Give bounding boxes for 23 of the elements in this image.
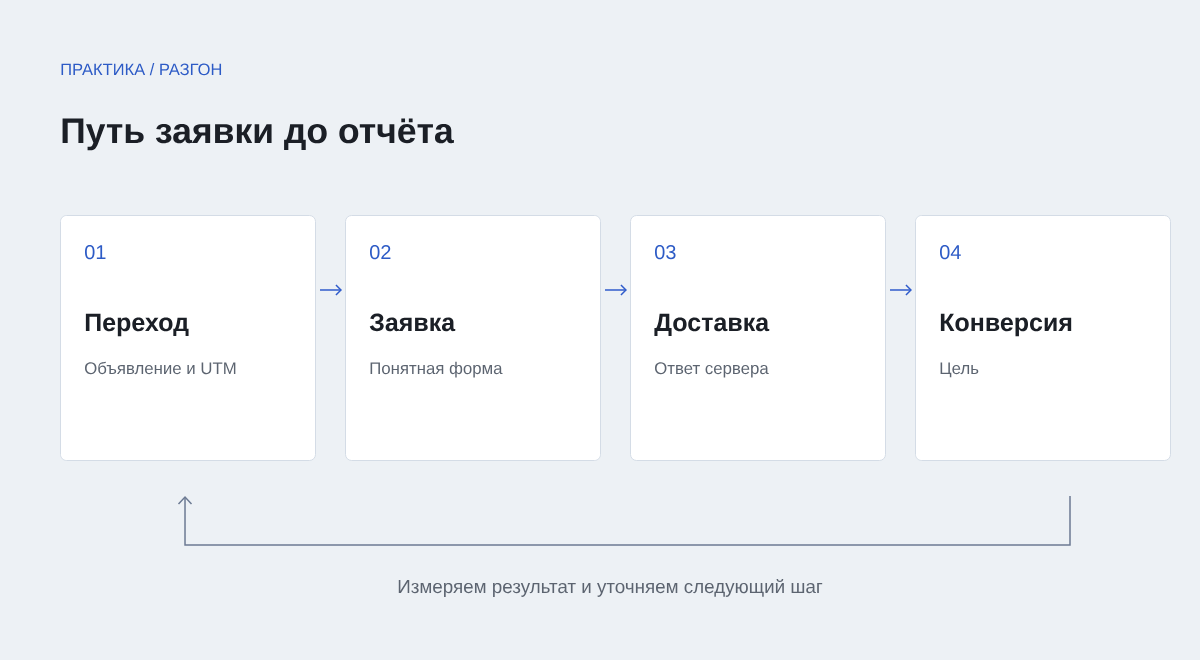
step-number: 03 [655,245,676,260]
arrow [177,495,1071,546]
step-description: Объявление и UTM [85,361,236,375]
breadcrumb: ПРАКТИКА / РАЗГОН [61,63,222,76]
arrow [319,284,342,296]
edge-label: Измеряем результат и уточняем следующий шаг [395,577,825,599]
step-number: 01 [85,245,106,260]
step-description: Цель [940,362,979,378]
step-heading: Заявка [369,313,456,332]
arrow [889,284,912,296]
step-number: 04 [940,245,961,260]
step-number: 02 [370,245,391,260]
title: Путь заявки до отчёта [62,118,454,151]
step-card [915,215,1171,461]
step-heading: Конверсия [940,313,1072,337]
step-card [630,215,886,461]
step-description: Ответ сервера [655,362,769,378]
step-heading: Переход [85,313,189,337]
step-description: Понятная форма [370,361,503,378]
step-heading: Доставка [654,313,770,336]
arrow [604,284,627,296]
step-card [60,215,316,461]
step-card [345,215,601,461]
